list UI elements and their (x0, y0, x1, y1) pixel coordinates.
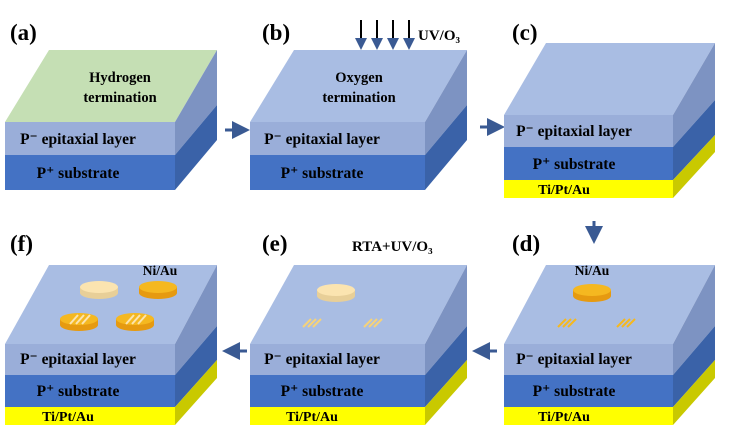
substrate-side (673, 100, 715, 180)
substrate-side (425, 105, 467, 190)
top-surface (504, 43, 715, 115)
panel-f: (f) Ni/Au (5, 231, 217, 425)
back-metal-label: Ti/Pt/Au (538, 410, 590, 425)
ni-au-contact-over-implant (60, 313, 98, 331)
substrate-front (250, 155, 425, 190)
back-metal-front (504, 180, 673, 198)
annealed-contact (317, 284, 355, 302)
substrate-side (673, 326, 715, 407)
oxygen-label-line1: Oxygen (335, 70, 383, 86)
epi-layer-label: P⁻ epitaxial layer (20, 351, 136, 368)
metal-side (175, 360, 217, 425)
epi-layer-side (425, 265, 467, 375)
panel-e-label: (e) (262, 231, 288, 256)
epi-layer-side (425, 50, 467, 155)
panel-b: (b) UV/O₃ Oxygen termination P⁻ epitaxia… (250, 20, 467, 190)
uv-ozone-label: UV/O₃ (418, 28, 461, 44)
top-surface (250, 265, 467, 344)
epi-layer-label: P⁻ epitaxial layer (264, 351, 380, 368)
epi-layer-front (5, 344, 175, 375)
substrate-side (175, 105, 217, 190)
implant-marks (557, 318, 636, 328)
annealed-contact (80, 281, 118, 299)
panel-d-label: (d) (512, 231, 540, 256)
substrate-label: P⁺ substrate (533, 383, 616, 400)
oxygen-terminated-surface (250, 50, 467, 122)
oxygen-label-line2: termination (322, 90, 395, 106)
epi-layer-front (504, 115, 673, 147)
uv-arrows (355, 20, 415, 50)
epi-layer-front (5, 122, 175, 155)
back-metal-label: Ti/Pt/Au (286, 410, 338, 425)
ni-au-contact (573, 284, 611, 302)
metal-side (673, 360, 715, 425)
back-metal-front (5, 407, 175, 425)
panel-c-label: (c) (512, 20, 538, 45)
back-metal-label: Ti/Pt/Au (538, 183, 590, 198)
substrate-label: P⁺ substrate (281, 383, 364, 400)
epi-layer-front (250, 344, 425, 375)
back-metal-label: Ti/Pt/Au (42, 410, 94, 425)
substrate-side (425, 326, 467, 407)
panel-a: (a) Hydrogen termination P⁻ epitaxial la… (5, 20, 217, 190)
epi-layer-side (673, 43, 715, 147)
panel-b-label: (b) (262, 20, 290, 45)
epi-layer-side (175, 265, 217, 375)
top-surface (504, 265, 715, 344)
epi-layer-front (250, 122, 425, 155)
contact-metal-label: Ni/Au (575, 263, 610, 278)
metal-side (673, 135, 715, 198)
contact-metal-label: Ni/Au (143, 263, 178, 278)
epi-layer-side (673, 265, 715, 375)
substrate-front (250, 375, 425, 407)
epi-layer-label: P⁻ epitaxial layer (516, 351, 632, 368)
panel-a-label: (a) (10, 20, 37, 45)
substrate-front (504, 375, 673, 407)
ni-au-contact (139, 281, 177, 299)
substrate-front (5, 155, 175, 190)
panel-e: (e) RTA+UV/O₃ P⁻ epitaxial layer P⁺ subs… (250, 231, 467, 425)
epi-layer-label: P⁻ epitaxial layer (264, 131, 380, 148)
back-metal-front (250, 407, 425, 425)
panel-c: (c) P⁻ epitaxial layer P⁺ substrate Ti/P… (504, 20, 715, 198)
epi-layer-front (504, 344, 673, 375)
substrate-front (504, 147, 673, 180)
substrate-label: P⁺ substrate (281, 165, 364, 182)
substrate-side (175, 326, 217, 407)
hydrogen-label-line1: Hydrogen (89, 70, 151, 86)
epi-layer-label: P⁻ epitaxial layer (516, 123, 632, 140)
substrate-front (5, 375, 175, 407)
hydrogen-terminated-surface (5, 50, 217, 122)
back-metal-front (504, 407, 673, 425)
panel-f-label: (f) (10, 231, 33, 256)
epi-layer-label: P⁻ epitaxial layer (20, 131, 136, 148)
implant-marks (302, 318, 383, 328)
metal-side (425, 360, 467, 425)
substrate-label: P⁺ substrate (37, 165, 120, 182)
substrate-label: P⁺ substrate (533, 156, 616, 173)
epi-layer-side (175, 50, 217, 155)
panel-d: (d) Ni/Au P⁻ epitaxial layer P⁺ substrat… (504, 231, 715, 425)
substrate-label: P⁺ substrate (37, 383, 120, 400)
rta-uv-ozone-label: RTA+UV/O₃ (352, 239, 433, 255)
ni-au-contact-over-implant (116, 313, 154, 331)
hydrogen-label-line2: termination (83, 90, 156, 106)
